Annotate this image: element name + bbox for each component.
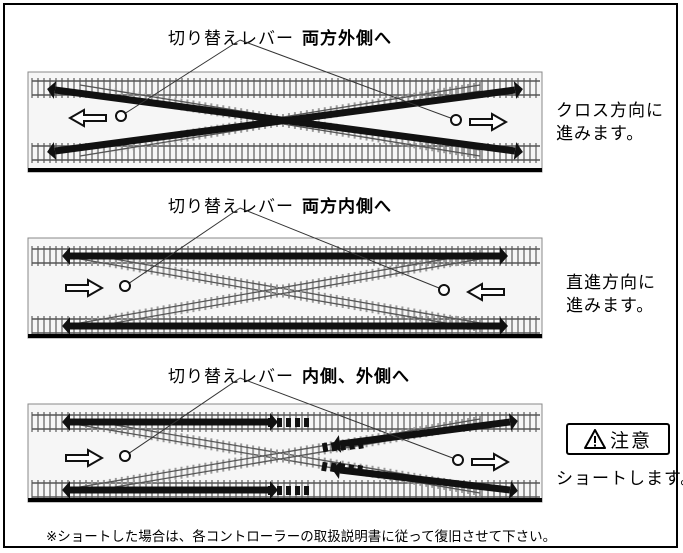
warning-triangle-icon bbox=[583, 429, 606, 449]
conflict-dash bbox=[348, 440, 355, 450]
conflict-dash bbox=[321, 461, 328, 472]
conflict-dash bbox=[330, 441, 338, 452]
base-edge bbox=[28, 498, 542, 502]
switch-lever bbox=[119, 280, 131, 292]
rail bbox=[79, 418, 481, 488]
lever-direction-arrow-right bbox=[65, 448, 105, 468]
rail bbox=[79, 258, 481, 330]
lever-label: 切り替えレバー bbox=[168, 197, 294, 217]
conflict-dash bbox=[277, 486, 282, 495]
lever-direction-arrow-right bbox=[469, 112, 509, 132]
crossover-track-short bbox=[27, 377, 543, 503]
panel-1-result: クロス方向に 進みます。 bbox=[556, 101, 664, 144]
route-arrow-straight-head bbox=[62, 481, 70, 499]
panel-2-result: 直進方向に 進みます。 bbox=[566, 273, 656, 316]
conflict-dash bbox=[304, 486, 309, 495]
lever-direction: 内側、外側へ bbox=[302, 367, 410, 387]
crossover-track-inward bbox=[27, 207, 543, 339]
route-arrow-cross bbox=[339, 418, 511, 448]
panel-1-title: 切り替えレバー両方外側へ bbox=[168, 24, 392, 49]
conflict-dash bbox=[356, 464, 364, 475]
lever-label: 切り替えレバー bbox=[168, 29, 294, 49]
switch-lever bbox=[115, 110, 127, 122]
base-edge bbox=[28, 168, 542, 172]
route-arrow-cross-head bbox=[332, 435, 342, 453]
lever-label: 切り替えレバー bbox=[168, 367, 294, 387]
route-arrow-cross-head bbox=[508, 413, 518, 431]
switch-lever bbox=[119, 450, 131, 462]
leader-line bbox=[239, 377, 459, 461]
switch-lever bbox=[438, 284, 450, 296]
route-arrow-cross-head bbox=[47, 81, 57, 99]
route-arrow-cross-head bbox=[513, 142, 523, 160]
route-arrow-cross-head bbox=[332, 461, 342, 479]
caution-badge: 注意 bbox=[566, 423, 670, 455]
lever-direction-arrow-right bbox=[471, 452, 511, 472]
conflict-dash bbox=[268, 486, 273, 495]
crossover-track-outward bbox=[27, 39, 543, 173]
conflict-dash bbox=[268, 418, 273, 427]
conflict-dash bbox=[286, 418, 291, 427]
base-edge bbox=[28, 334, 542, 338]
lever-direction-arrow-left bbox=[465, 282, 505, 302]
route-arrow-cross-head bbox=[513, 81, 523, 99]
leader-line bbox=[120, 39, 241, 117]
conflict-dash bbox=[339, 440, 347, 451]
conflict-dash bbox=[347, 464, 355, 474]
leader-line bbox=[239, 207, 445, 291]
conflict-dash bbox=[295, 418, 300, 427]
lever-direction: 両方内側へ bbox=[302, 197, 392, 217]
lever-direction: 両方外側へ bbox=[302, 29, 392, 49]
conflict-dash bbox=[330, 462, 337, 473]
switch-lever bbox=[452, 454, 464, 466]
leader-line bbox=[124, 377, 241, 457]
conflict-dash bbox=[286, 486, 291, 495]
route-arrow-straight-head bbox=[62, 317, 70, 335]
leader-line bbox=[239, 39, 457, 121]
route-arrow-cross-head bbox=[47, 142, 57, 160]
route-arrow-cross bbox=[54, 86, 516, 155]
route-arrow-straight-head bbox=[500, 317, 508, 335]
conflict-dash bbox=[277, 418, 282, 427]
lever-direction-arrow-left bbox=[67, 108, 107, 128]
panel-2-title: 切り替えレバー両方内側へ bbox=[168, 192, 392, 217]
rail bbox=[79, 252, 481, 324]
conflict-dash bbox=[321, 442, 329, 453]
footer-note: ※ショートした場合は、各コントローラーの取扱説明書に従って復旧させて下さい。 bbox=[46, 529, 557, 545]
route-arrow-cross bbox=[339, 466, 511, 494]
conflict-dash bbox=[304, 418, 309, 427]
leader-line bbox=[124, 207, 241, 287]
lever-direction-arrow-right bbox=[65, 278, 105, 298]
conflict-dash bbox=[357, 439, 364, 450]
switch-lever bbox=[450, 114, 462, 126]
route-arrow-cross-head bbox=[508, 481, 518, 499]
conflict-dash bbox=[295, 486, 300, 495]
panel-3-result: ショートします。 bbox=[556, 469, 683, 489]
route-arrow-straight-head bbox=[500, 247, 508, 265]
route-arrow-straight-head bbox=[62, 413, 70, 431]
conflict-dash bbox=[338, 463, 346, 474]
route-arrow-straight-head bbox=[62, 247, 70, 265]
panel-3-title: 切り替えレバー内側、外側へ bbox=[168, 362, 410, 387]
